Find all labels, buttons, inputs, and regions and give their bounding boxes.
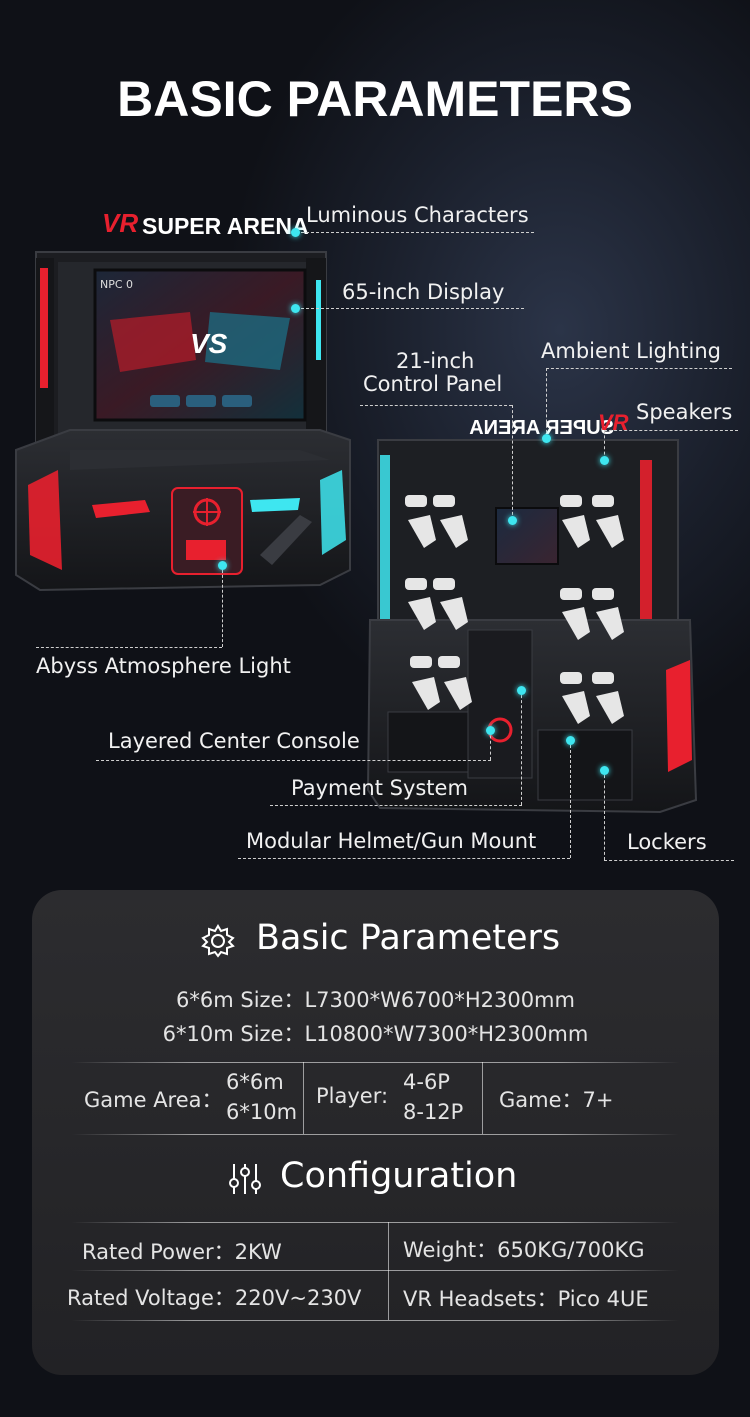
svg-text:NPC 0: NPC 0 xyxy=(100,278,133,291)
callout-dot-payment xyxy=(517,686,526,695)
right-machine: SUPER ARENA VR xyxy=(366,410,698,814)
sign-name: SUPER ARENA xyxy=(142,213,309,239)
rated-voltage: Rated Voltage：220V~230V xyxy=(67,1286,362,1310)
sliders-icon xyxy=(229,1164,261,1194)
divider-top xyxy=(72,1062,679,1063)
config-divider-bottom xyxy=(72,1320,679,1321)
callout-payment-system: Payment System xyxy=(291,776,468,800)
callout-line-payment xyxy=(270,805,522,806)
callout-line-lockers xyxy=(604,860,734,861)
callout-dot-lockers xyxy=(600,766,609,775)
game-count: Game：7+ xyxy=(499,1088,614,1112)
config-divider-v xyxy=(388,1222,389,1320)
callout-line-panel-v xyxy=(512,405,513,520)
callout-luminous-characters: Luminous Characters xyxy=(306,203,529,227)
callout-line-abyss xyxy=(222,565,223,647)
callout-control-panel-2: Control Panel xyxy=(363,372,503,396)
callout-dot-mount xyxy=(566,736,575,745)
callout-dot-ambient xyxy=(542,434,551,443)
player-value-2: 8-12P xyxy=(403,1100,464,1124)
callout-line-ambient-v xyxy=(546,368,547,438)
callout-speakers: Speakers xyxy=(636,400,733,424)
config-divider-top xyxy=(72,1222,679,1223)
callout-dot-display xyxy=(291,304,300,313)
callout-dot-abyss xyxy=(218,561,227,570)
callout-ambient-lighting: Ambient Lighting xyxy=(541,339,722,363)
sign-vr-right: VR xyxy=(598,410,629,435)
svg-text:VS: VS xyxy=(190,328,228,359)
size-6x10: 6*10m Size：L10800*W7300*H2300mm xyxy=(162,1022,589,1046)
callout-line-speakers-v xyxy=(604,430,605,460)
callout-line-console-v xyxy=(490,730,491,760)
page-title: BASIC PARAMETERS xyxy=(117,71,633,127)
vr-headsets: VR Headsets：Pico 4UE xyxy=(403,1287,649,1311)
callout-line-lockers-v xyxy=(604,770,605,860)
callout-line-abyss-h xyxy=(36,647,222,648)
callout-line-speakers xyxy=(604,430,738,431)
left-machine: VR SUPER ARENA NPC 0 VS xyxy=(15,208,351,592)
sign-vr: VR xyxy=(102,208,138,238)
player-label: Player: xyxy=(316,1084,389,1108)
callout-dot-speakers xyxy=(600,456,609,465)
callout-control-panel-1: 21-inch xyxy=(396,349,475,373)
config-divider-mid xyxy=(72,1270,679,1271)
divider-v1 xyxy=(303,1062,304,1134)
callout-center-console: Layered Center Console xyxy=(108,729,360,753)
rated-power: Rated Power：2KW xyxy=(82,1240,282,1264)
sign-name-mirrored: SUPER ARENA xyxy=(469,417,614,439)
weight: Weight：650KG/700KG xyxy=(403,1238,645,1262)
gear-icon xyxy=(201,924,235,958)
game-area-value-2: 6*10m xyxy=(226,1100,298,1124)
callout-line-panel xyxy=(360,405,512,406)
callout-line-mount-v xyxy=(570,740,571,858)
callout-line-display xyxy=(296,308,524,309)
callout-dot-panel xyxy=(508,516,517,525)
callout-line-mount xyxy=(238,858,570,859)
callout-line-luminous xyxy=(296,232,534,233)
callout-line-ambient xyxy=(546,368,732,369)
parameters-card: Basic Parameters 6*6m Size：L7300*W6700*H… xyxy=(32,890,719,1375)
player-value-1: 4-6P xyxy=(403,1070,450,1094)
callout-lockers: Lockers xyxy=(627,830,707,854)
callout-abyss-light: Abyss Atmosphere Light xyxy=(36,654,291,678)
size-6x6: 6*6m Size：L7300*W6700*H2300mm xyxy=(176,988,575,1012)
divider-bottom xyxy=(72,1134,679,1135)
callout-dot-console xyxy=(486,726,495,735)
basic-parameters-title: Basic Parameters xyxy=(256,918,561,958)
game-area-label: Game Area： xyxy=(84,1088,223,1112)
machine-illustration: VR SUPER ARENA NPC 0 VS SUPER AREN xyxy=(15,208,698,814)
callout-dot-luminous xyxy=(291,228,300,237)
callout-gun-mount: Modular Helmet/Gun Mount xyxy=(246,829,537,853)
game-area-value-1: 6*6m xyxy=(226,1070,284,1094)
divider-v2 xyxy=(482,1062,483,1134)
callout-display: 65-inch Display xyxy=(342,280,505,304)
callout-line-console xyxy=(96,760,491,761)
callout-line-payment-v xyxy=(521,690,522,805)
configuration-title: Configuration xyxy=(280,1156,518,1196)
